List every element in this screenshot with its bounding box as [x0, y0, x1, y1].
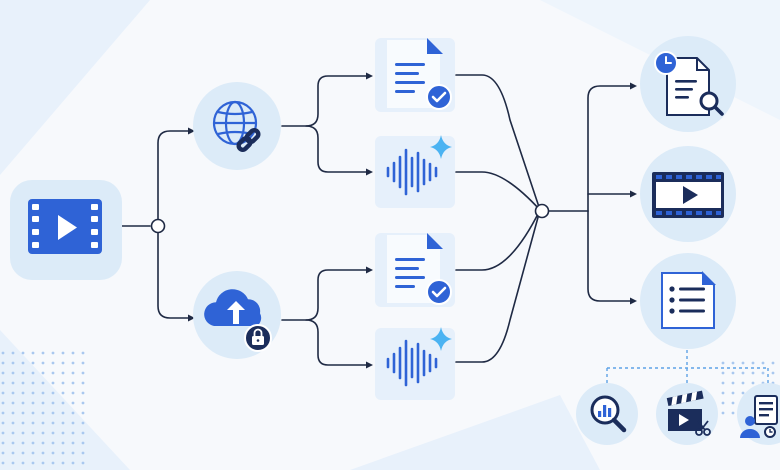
arrowhead [366, 72, 373, 80]
checklist-output-node[interactable] [640, 253, 736, 349]
connector-lines [121, 74, 635, 366]
arrowhead [366, 361, 373, 369]
wave-top-tile [375, 136, 455, 208]
cloud-upload-lock-icon [204, 289, 272, 352]
arrowhead [366, 168, 373, 176]
secure-upload-source-node[interactable] [193, 271, 281, 359]
audio-wave-bottom-node[interactable] [375, 327, 455, 400]
web-link-source-node[interactable] [193, 82, 281, 170]
audio-wave-sparkle-icon [386, 135, 452, 196]
film-strip-play-icon [652, 172, 724, 218]
arrowhead [366, 266, 373, 274]
arrowhead [188, 127, 195, 135]
video-player-output-node[interactable] [640, 146, 736, 242]
transcript-doc-top-node[interactable] [375, 38, 455, 112]
document-clock-search-icon [654, 51, 724, 116]
chart-magnifier-icon [590, 395, 627, 433]
video-file-icon [28, 199, 102, 254]
arrowheads [188, 72, 637, 369]
audio-wave-top-node[interactable] [375, 135, 455, 208]
clip-edit-output-node[interactable] [656, 383, 718, 445]
arrowhead [630, 190, 637, 198]
arrowhead [188, 314, 195, 322]
document-check-icon [387, 233, 452, 305]
edge-merge-to-timestamp [587, 85, 635, 212]
edge-web-to-doc-top [281, 75, 372, 127]
document-check-icon [387, 38, 452, 110]
merge-junction-node [534, 203, 550, 219]
checklist-document-icon [661, 271, 716, 329]
edge-doc-top-to-merge [455, 74, 541, 211]
arrowhead [630, 297, 637, 305]
source-video-node[interactable] [10, 180, 122, 280]
wave-bottom-tile [375, 328, 455, 400]
edge-wave-bottom-to-merge [455, 209, 541, 363]
edge-upload-to-wave-bottom [305, 319, 372, 366]
edge-wave-top-to-merge [455, 171, 541, 211]
person-report-icon [740, 395, 778, 438]
timestamp-search-output-node[interactable] [640, 36, 736, 132]
bg-dot-grid-left [0, 345, 90, 470]
analytics-search-output-node[interactable] [576, 383, 638, 445]
dashed-output-branch [606, 350, 769, 383]
edge-upload-to-doc-bottom [281, 269, 372, 321]
web-link-circle [193, 82, 281, 170]
clapperboard-scissors-icon [666, 390, 711, 436]
bg-shape-bottom-center [350, 395, 600, 470]
edge-split-to-web [157, 130, 194, 227]
arrowhead [630, 82, 637, 90]
edge-merge-to-checklist [587, 210, 635, 302]
edge-split-to-upload [157, 225, 194, 319]
transcript-doc-bottom-node[interactable] [375, 233, 455, 307]
edge-web-to-wave-top [305, 125, 372, 173]
split-junction-node [150, 218, 166, 234]
audio-wave-sparkle-icon [386, 327, 452, 387]
bg-shape-top-left [0, 0, 150, 175]
globe-link-icon [212, 100, 261, 153]
edge-doc-bottom-to-merge [455, 209, 541, 271]
profile-report-output-node[interactable] [737, 383, 780, 445]
